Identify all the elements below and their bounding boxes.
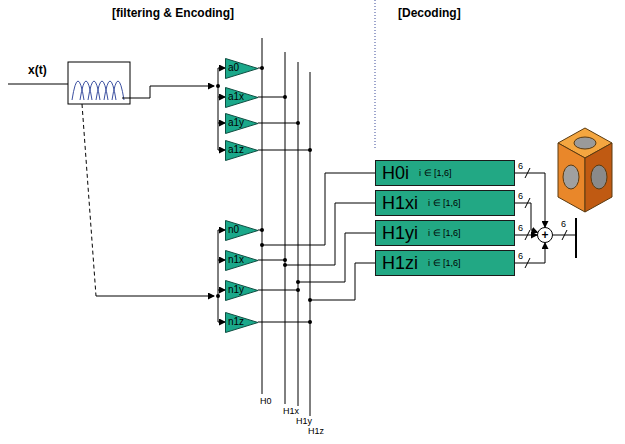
decoder-output-line (515, 173, 545, 227)
bus-slash (525, 230, 530, 240)
sum-sign: + (538, 228, 552, 243)
band-wires (82, 68, 225, 322)
decoder-range: i ∈ [1,6] (428, 198, 461, 208)
input-wire (8, 84, 68, 85)
bus-width-label: 6 (517, 251, 524, 261)
speaker-cube (558, 128, 612, 212)
amplifier-triangle: a1y (225, 113, 259, 134)
decoder-box: H1xi i ∈ [1,6] (375, 190, 515, 216)
gain-label: a1y (228, 117, 244, 129)
decoder-name: H0i (382, 163, 409, 183)
bus-width-label: 6 (517, 223, 524, 233)
gain-label: n1y (228, 284, 244, 296)
filter-bank (68, 62, 130, 104)
bus-name: H1z (307, 426, 325, 437)
decoder-name: H1zi (382, 253, 418, 273)
gain-label: a1z (228, 144, 244, 156)
decoder-name: H1yi (382, 223, 418, 243)
bus-width-label: 6 (517, 191, 524, 201)
bus-name: H0 (259, 396, 273, 407)
bus-width-label: 6 (560, 219, 567, 230)
bus-slash (525, 258, 530, 268)
decoder-range: i ∈ [1,6] (428, 228, 461, 238)
decoder-box: H1zi i ∈ [1,6] (375, 250, 515, 276)
bus-slash (525, 168, 530, 178)
bus-lines (262, 38, 310, 424)
decoder-box: H0i i ∈ [1,6] (375, 160, 515, 186)
encoder-wires (258, 68, 310, 322)
gain-label: n0 (228, 224, 239, 236)
decoder-range: i ∈ [1,6] (428, 258, 461, 268)
gain-label: a0 (228, 62, 239, 74)
gain-label: a1x (228, 91, 244, 103)
decoder-name: H1xi (382, 193, 418, 213)
section-heading: [filtering & Encoding] (112, 6, 234, 20)
summing-junction: + (537, 227, 553, 243)
decoder-output-line (515, 243, 545, 263)
decoder-box: H1yi i ∈ [1,6] (375, 220, 515, 246)
amplifier-triangle: n1z (225, 312, 259, 333)
amplifier-triangle: n1y (225, 280, 259, 301)
separator-line (375, 0, 376, 150)
output-wire (553, 218, 576, 258)
amplifier-triangle: a0 (225, 58, 259, 79)
amplifier-triangle: a1x (225, 87, 259, 108)
decoder-taps (262, 173, 375, 300)
amplifier-triangle: a1z (225, 140, 259, 161)
section-heading: [Decoding] (398, 6, 461, 20)
decoder-output-line (515, 203, 537, 232)
gain-label: n1x (228, 254, 244, 266)
amplifier-triangle: n1x (225, 250, 259, 271)
amplifier-triangle: n0 (225, 220, 259, 241)
decoder-range: i ∈ [1,6] (419, 168, 452, 178)
bus-width-label: 6 (517, 161, 524, 171)
signal-name: x(t) (28, 63, 47, 77)
gain-label: n1z (228, 316, 244, 328)
bus-slash (525, 198, 530, 208)
decoder-output-line (515, 235, 537, 236)
